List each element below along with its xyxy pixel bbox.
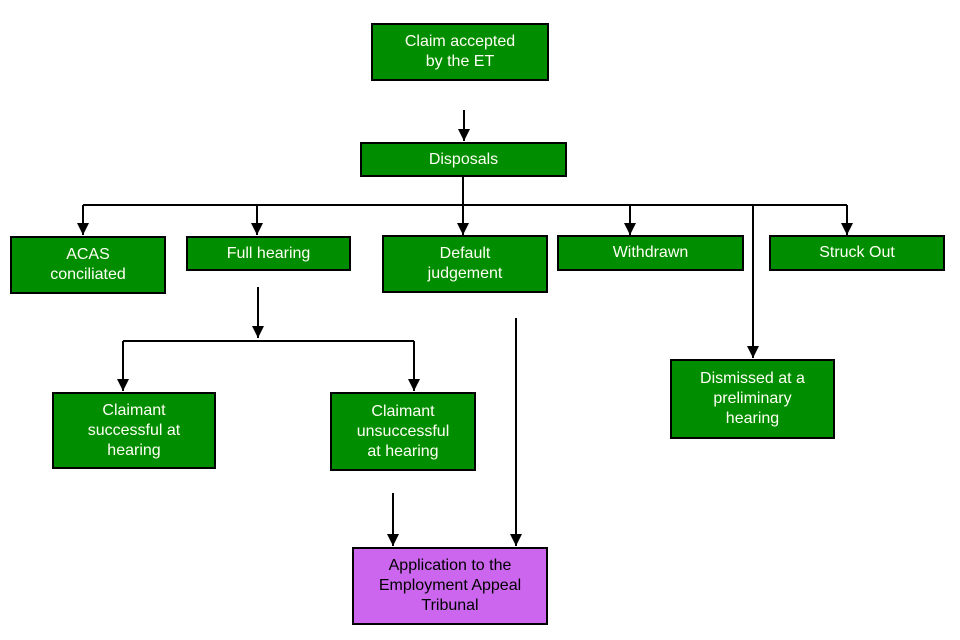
node-withdrawn: Withdrawn [557,235,744,271]
node-struck-out-label: Struck Out [819,244,895,261]
node-default-judgement: Default judgement [382,235,548,293]
node-full-hearing-label: Full hearing [226,244,311,262]
node-claimant-unsuccessful-label: Claimant unsuccessful at hearing [356,402,450,460]
node-dismissed-preliminary: Dismissed at a preliminary hearing [670,359,835,439]
node-default-judgement-label: Default judgement [427,245,503,282]
node-claim-accepted-label: Claim accepted by the ET [404,33,516,70]
node-claimant-unsuccessful: Claimant unsuccessful at hearing [330,392,476,471]
node-application-eat-label: Application to the Employment Appeal Tri… [378,557,522,614]
node-withdrawn-label: Withdrawn [612,244,689,261]
node-acas-conciliated-label: ACAS conciliated [50,246,126,283]
node-struck-out: Struck Out [769,235,945,271]
node-claimant-successful-label: Claimant successful at hearing [87,401,181,459]
node-claim-accepted: Claim accepted by the ET [371,23,549,81]
node-disposals: Disposals [360,142,567,177]
node-dismissed-preliminary-label: Dismissed at a preliminary hearing [700,370,805,427]
node-disposals-label: Disposals [428,150,499,168]
node-claimant-successful: Claimant successful at hearing [52,392,216,469]
node-full-hearing: Full hearing [186,236,351,271]
node-acas-conciliated: ACAS conciliated [10,236,166,294]
node-application-eat: Application to the Employment Appeal Tri… [352,547,548,625]
